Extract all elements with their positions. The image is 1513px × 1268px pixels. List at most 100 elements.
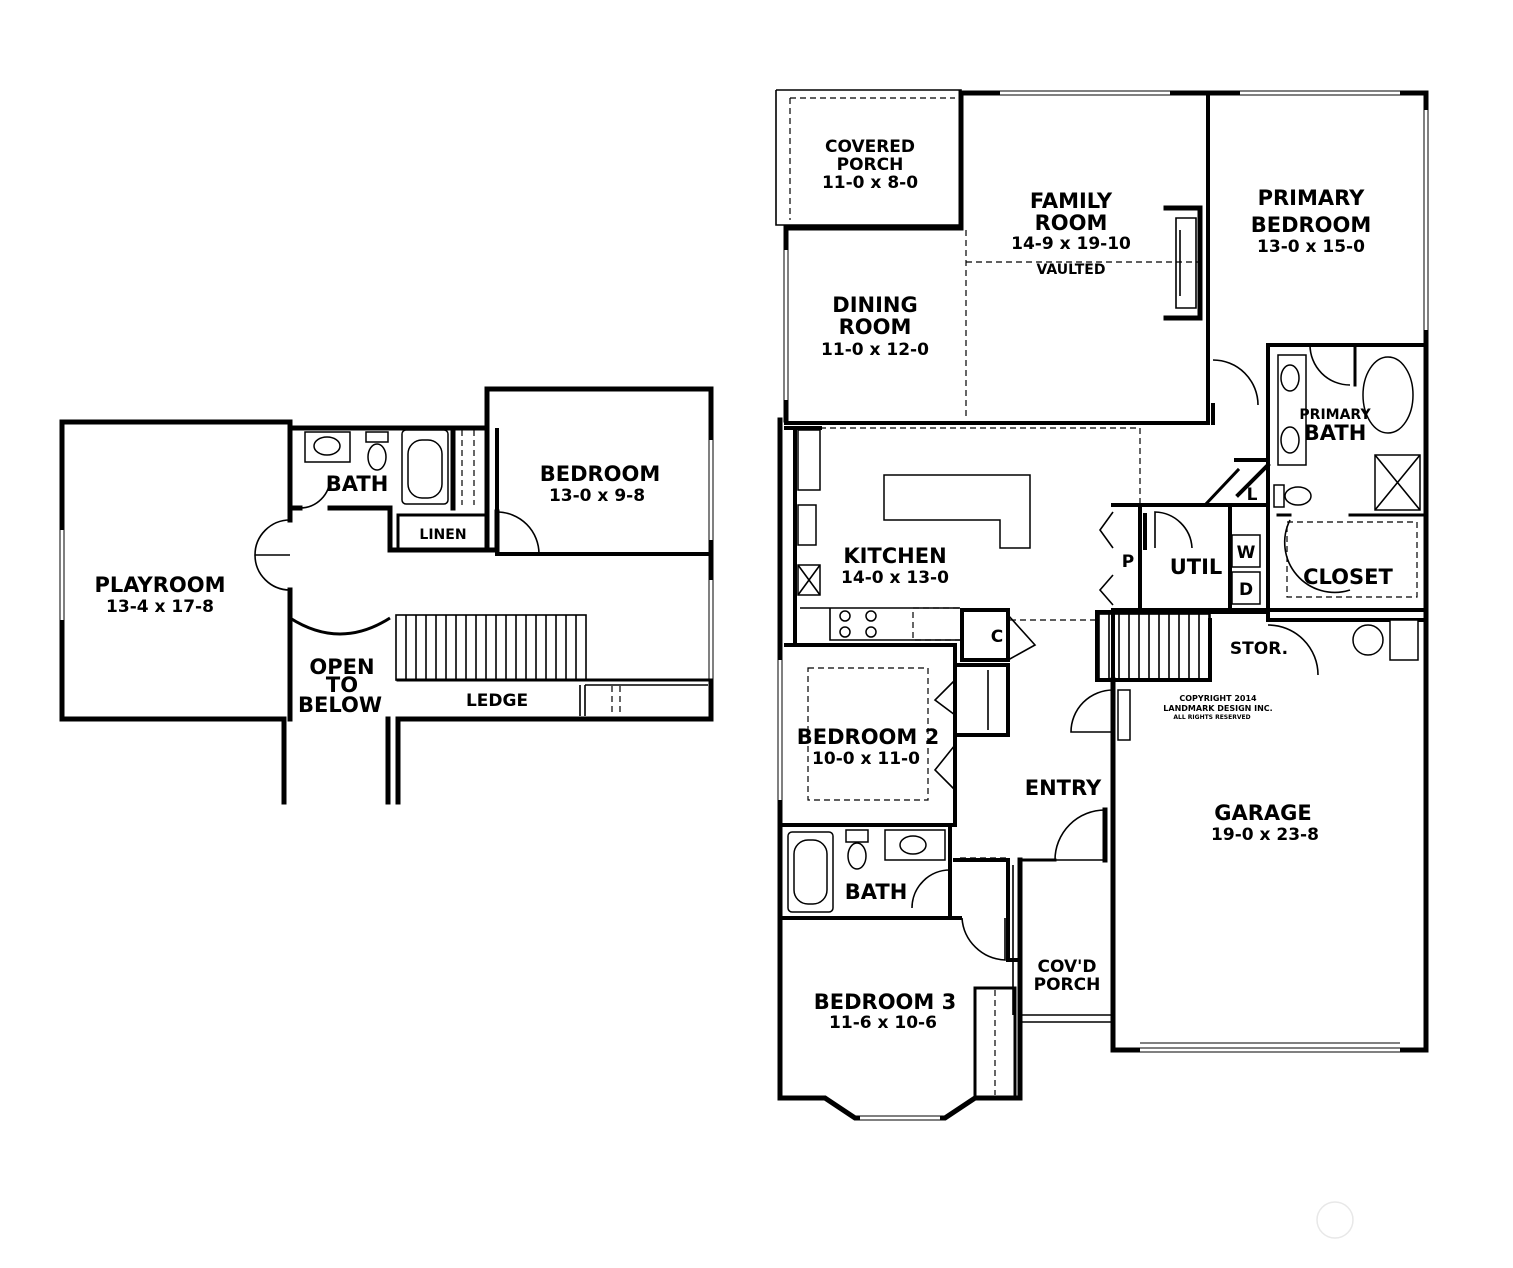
playroom-dim: 13-4 x 17-8	[106, 597, 214, 617]
washer	[1231, 534, 1261, 568]
primary-toilet	[1284, 486, 1312, 506]
toilet	[367, 443, 387, 471]
dining-room-label-2: ROOM	[839, 315, 912, 339]
ledge-detail	[579, 684, 708, 716]
primary-bedroom-label-2: BEDROOM	[1251, 213, 1372, 237]
primary-door-swing	[1212, 359, 1259, 406]
furnace	[1389, 619, 1419, 661]
main-floor: COVERED PORCH 11-0 x 8-0 FAMILY ROOM 14-…	[775, 89, 1429, 1121]
watermark-circle	[1316, 1201, 1354, 1239]
stair-frame	[395, 614, 587, 681]
family-room-dim: 14-9 x 19-10	[1011, 234, 1131, 254]
bedroom-door-swing	[496, 511, 540, 555]
stair-frame	[1098, 613, 1211, 681]
bedroom2-dash	[807, 667, 929, 801]
family-room-wall	[784, 91, 1210, 425]
kitchen-wall	[784, 426, 822, 647]
cooktop-burner-2	[865, 610, 877, 622]
kitchen-label: KITCHEN	[843, 544, 946, 568]
upper-bedroom-wall	[495, 428, 713, 556]
kitchen-counter-left	[797, 429, 821, 491]
primary-bedroom-dim: 13-0 x 15-0	[1257, 237, 1365, 257]
main-bathtub-basin	[793, 839, 828, 905]
covered-porch-label-1: COVERED	[825, 137, 915, 157]
linen-label: LINEN	[419, 527, 466, 543]
linen-closet	[396, 513, 490, 552]
primary-bath-door	[1309, 344, 1351, 386]
pantry-label: P	[1122, 552, 1134, 572]
bedroom3-closet	[973, 986, 1017, 1100]
bathtub-basin	[407, 439, 443, 499]
dryer-label: D	[1239, 580, 1253, 600]
pantry-door	[1098, 511, 1114, 606]
upper-bath-wall	[287, 425, 500, 553]
bedroom3-dim: 11-6 x 10-6	[829, 1013, 937, 1033]
cooktop-burner-3	[839, 626, 851, 638]
dining-room-label-1: DINING	[832, 293, 917, 317]
dryer	[1231, 571, 1261, 605]
covd-porch-label-1: COV'D	[1038, 957, 1097, 977]
water-heater	[1352, 624, 1384, 656]
open-to-below-rail	[289, 616, 391, 636]
family-room-label-2: ROOM	[1035, 211, 1108, 235]
upper-floor: PLAYROOM 13-4 x 17-8 BATH LINEN BEDROOM …	[59, 386, 714, 805]
copyright-line-3: ALL RIGHTS RESERVED	[1173, 714, 1250, 721]
util-label: UTIL	[1170, 555, 1223, 579]
cooktop-burner-1	[839, 610, 851, 622]
closet-door-swing	[1283, 519, 1351, 594]
kitchen-dash-cabinet	[912, 607, 962, 641]
bedroom3-walls	[778, 916, 1022, 962]
kitchen-corner-x	[797, 564, 821, 596]
primary-toilet-tank	[1273, 484, 1285, 508]
covd-porch-edge	[1020, 1014, 1113, 1023]
closet-shelf	[1286, 521, 1418, 598]
kitchen-dim: 14-0 x 13-0	[841, 568, 949, 588]
fireplace-hearth	[1175, 217, 1197, 309]
primary-sink-2	[1280, 426, 1300, 454]
sink	[313, 436, 341, 456]
kitchen-counter-bottom	[800, 607, 960, 641]
bedroom2-label: BEDROOM 2	[797, 725, 939, 749]
primary-bath-label-2: BATH	[1304, 421, 1367, 445]
fridge-sink	[797, 504, 817, 546]
covered-porch-label-2: PORCH	[837, 155, 904, 175]
copyright-line-2: LANDMARK DESIGN INC.	[1163, 704, 1272, 713]
coat-closet-label: C	[991, 627, 1003, 647]
dining-room-dim: 11-0 x 12-0	[821, 340, 929, 360]
storage-label: STOR.	[1230, 639, 1288, 659]
washer-label: W	[1237, 543, 1256, 563]
porch-wall	[783, 90, 964, 231]
primary-bath-label-1: PRIMARY	[1299, 407, 1371, 423]
playroom-door	[254, 519, 291, 591]
linen-l-label: L	[1247, 485, 1258, 505]
stor-door-swing	[1267, 624, 1319, 676]
garage-entry-door	[1070, 689, 1114, 733]
garage-label: GARAGE	[1214, 801, 1312, 825]
vaulted-note: VAULTED	[1037, 262, 1106, 278]
primary-bedroom-label-1: PRIMARY	[1258, 186, 1366, 210]
toilet-tank	[365, 431, 389, 443]
front-door-swing	[1054, 809, 1106, 861]
main-toilet	[847, 842, 867, 870]
closet-label: CLOSET	[1303, 565, 1393, 589]
stair-walls	[1095, 610, 1428, 682]
bedroom3-door	[961, 917, 1006, 961]
covd-porch-label-2: PORCH	[1034, 975, 1101, 995]
main-bath-door	[911, 869, 951, 909]
cooktop-burner-4	[865, 626, 877, 638]
open-label-1: OPEN	[309, 655, 374, 679]
linen-closet-l	[1201, 458, 1270, 507]
main-toilet-tank	[845, 829, 869, 843]
copyright-line-1: COPYRIGHT 2014	[1179, 694, 1257, 703]
ledge-label: LEDGE	[466, 691, 528, 711]
bath-door-swing	[299, 477, 331, 509]
upper-bath-label: BATH	[326, 472, 389, 496]
main-bath-label: BATH	[845, 880, 908, 904]
primary-sink-1	[1280, 364, 1300, 392]
bedroom2-closet-doors	[933, 679, 956, 791]
entry-label: ENTRY	[1025, 776, 1102, 800]
closet-wall	[1276, 343, 1428, 517]
covered-porch-dim: 11-0 x 8-0	[822, 173, 918, 193]
garage-step	[1117, 689, 1131, 741]
